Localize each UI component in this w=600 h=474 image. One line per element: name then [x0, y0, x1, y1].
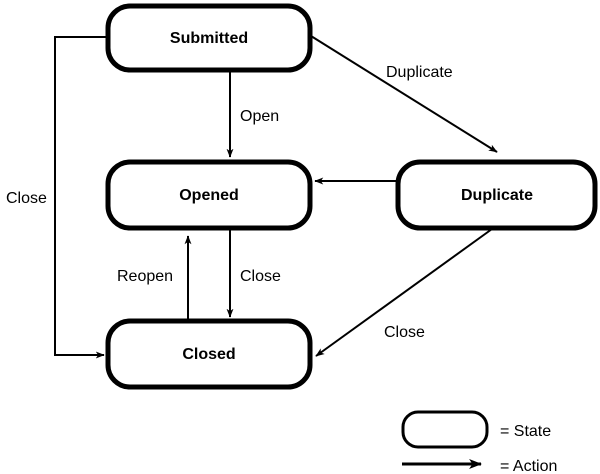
edge-line-duplicate: [310, 35, 498, 153]
state-label-opened: Opened: [179, 187, 239, 204]
state-label-closed: Closed: [182, 346, 235, 363]
edge-duplicate-to-closed: Close: [315, 228, 493, 357]
edge-submitted-to-closed: Close: [6, 36, 110, 359]
legend-action-label: = Action: [500, 458, 557, 474]
legend-state-label: = State: [500, 423, 551, 440]
edge-opened-to-closed: Close: [226, 228, 281, 318]
edge-submitted-to-opened: Open: [226, 70, 279, 158]
edge-label-duplicate: Duplicate: [386, 64, 453, 81]
state-node-submitted[interactable]: Submitted: [105, 3, 313, 73]
edge-label-close-down: Close: [240, 268, 281, 285]
edge-label-reopen: Reopen: [117, 268, 173, 285]
edge-label-open: Open: [240, 108, 279, 125]
edge-label-close-left: Close: [6, 190, 47, 207]
edge-label-close-diagonal: Close: [384, 324, 425, 341]
state-box-duplicate[interactable]: [395, 159, 598, 231]
legend: = State = Action: [401, 410, 557, 474]
state-node-duplicate[interactable]: Duplicate: [395, 159, 598, 231]
edge-submitted-to-duplicate: Duplicate: [310, 35, 498, 153]
edge-closed-to-opened: Reopen: [117, 235, 192, 321]
state-box-submitted[interactable]: [105, 3, 313, 73]
state-label-duplicate: Duplicate: [461, 187, 533, 204]
edge-line-close-left: [54, 36, 110, 359]
state-label-submitted: Submitted: [170, 30, 248, 47]
edge-line-close-diagonal: [315, 228, 493, 357]
legend-item-state: = State: [401, 410, 551, 449]
state-box-opened[interactable]: [105, 159, 313, 231]
legend-state-swatch: [401, 410, 489, 449]
state-node-closed[interactable]: Closed: [105, 318, 313, 390]
state-box-closed[interactable]: [105, 318, 313, 390]
legend-item-action: = Action: [402, 458, 557, 474]
state-node-opened[interactable]: Opened: [105, 159, 313, 231]
